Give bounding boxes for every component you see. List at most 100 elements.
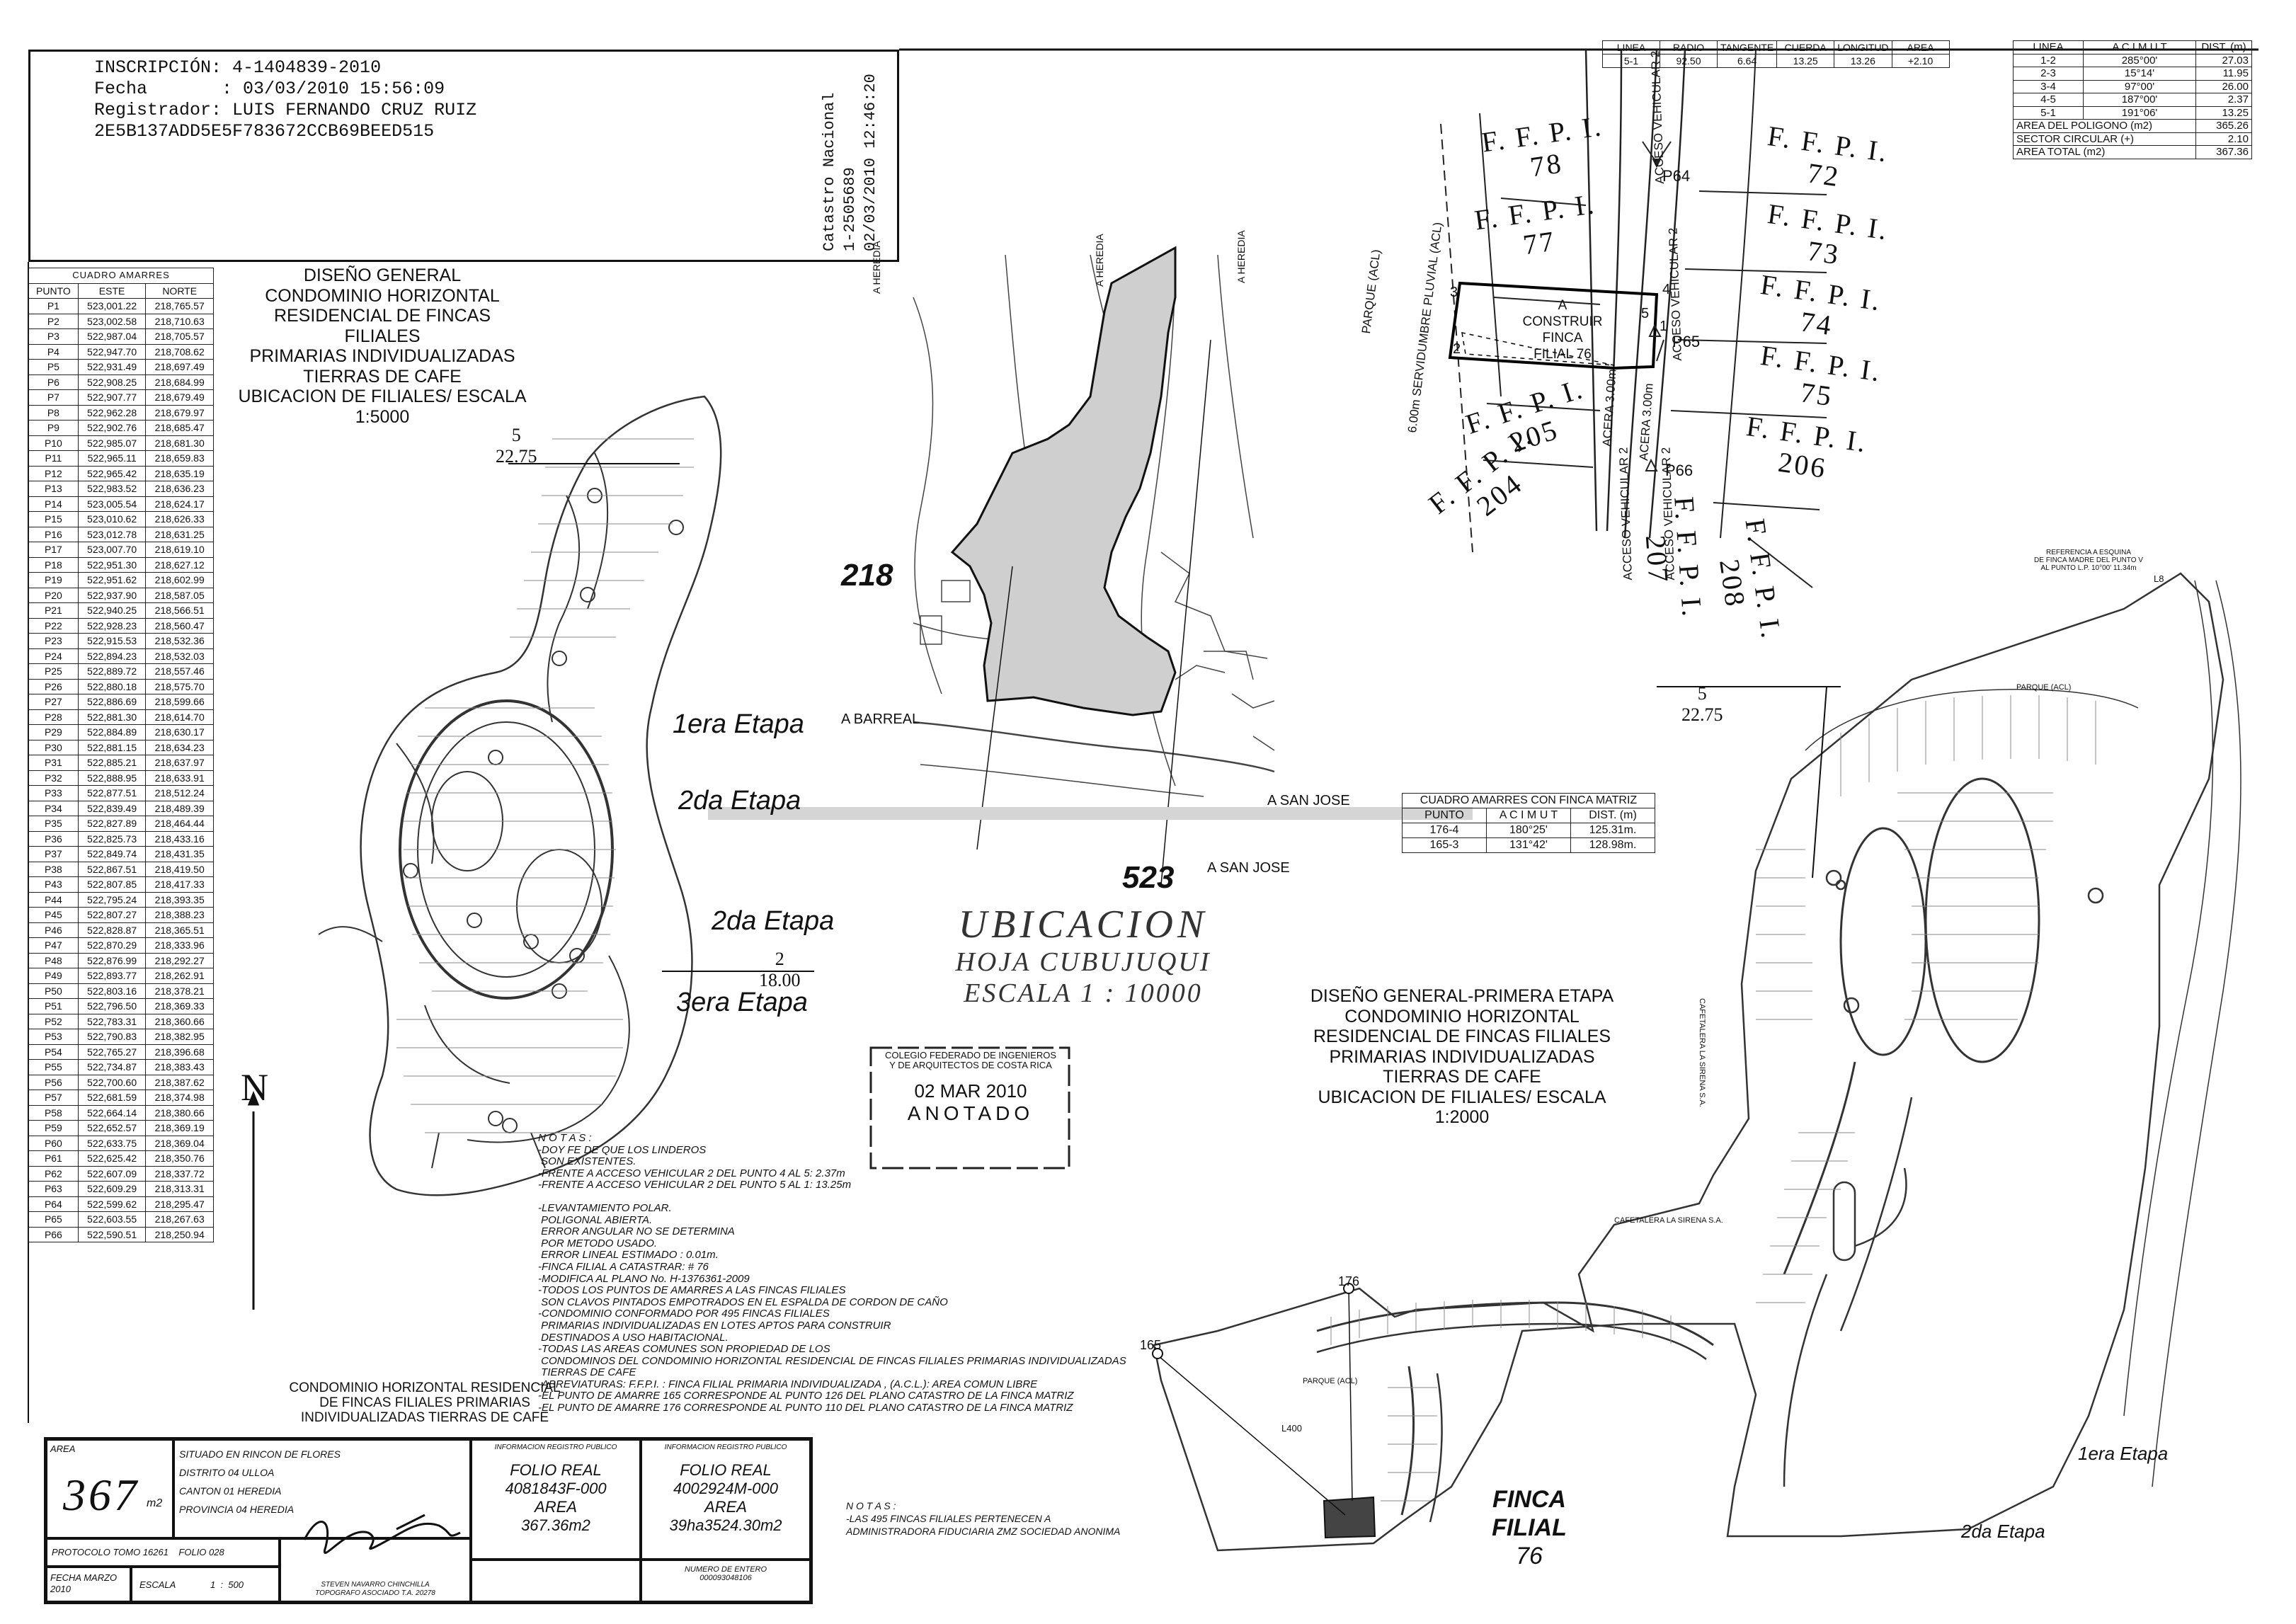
summary-row: AREA DEL POLIGONO (m2)365.26 [2013,119,2252,133]
amarres-cell: 218,374.98 [145,1090,214,1106]
matriz-cell: 131°42' [1486,837,1571,853]
area-value: 367 [63,1470,139,1520]
amarres-cell: P6 [28,374,79,390]
amarres-cell: P44 [28,891,79,908]
amarres-cell: P58 [28,1104,79,1121]
bearing-header: LINEA [2013,40,2084,55]
amarres-cell: 522,985.07 [77,435,147,451]
amarres-cell: P21 [28,602,79,619]
title-line: RESIDENCIAL DE FINCAS FILIALES [273,306,491,346]
amarres-cell: P15 [28,511,79,527]
right-site-plan [1153,572,2241,1552]
amarres-cell: P10 [28,435,79,451]
amarres-cell: 218,295.47 [145,1196,214,1212]
amarres-cell: 218,602.99 [145,572,214,588]
amarres-cell: 522,951.62 [77,572,147,588]
amarres-cell: 522,908.25 [77,374,147,390]
amarres-cell: P33 [28,785,79,801]
stamp-word: ANOTADO [907,1102,1034,1124]
bearing-cell: 1-2 [2013,53,2084,67]
amarres-cell: 522,783.31 [77,1013,147,1029]
amarres-cell: 522,877.51 [77,785,147,801]
amarres-header: ESTE [77,282,147,299]
amarres-cell: P7 [28,389,79,406]
finca-line: FINCA [1492,1486,1566,1513]
note-line: SON CLAVOS PINTADOS EMPOTRADOS EN EL ESP… [538,1296,948,1308]
bearing-header: DIST. (m) [2195,40,2252,55]
entero-label: NUMERO DE ENTERO [684,1565,767,1574]
amarres-cell: 523,010.62 [77,511,147,527]
amarres-cell: 218,267.63 [145,1211,214,1228]
place-label: A SAN JOSE [1267,793,1350,808]
amarres-cell: P4 [28,343,79,360]
amarres-cell: P46 [28,922,79,938]
scale-cell: ESCALA 1 : 500 [131,1567,280,1602]
amarres-cell: 522,633.75 [77,1135,147,1151]
amarres-cell: 522,951.30 [77,556,147,573]
north-arrow-icon [247,1090,260,1310]
amarres-cell: 218,489.39 [145,800,214,816]
title-line: TIERRAS DE CAFE [1383,1067,1541,1087]
amarres-cell: P5 [28,359,79,375]
matriz-cell: 180°25' [1486,823,1571,838]
amarres-cell: 218,512.24 [145,785,214,801]
stage-label: 3era Etapa [676,988,808,1017]
bearing-cell: 27.03 [2195,53,2252,67]
note-line: -MODIFICA AL PLANO No. H-1376361-2009 [538,1272,750,1285]
bearing-cell: 4-5 [2013,93,2084,107]
curve-cell: 5-1 [1602,54,1660,68]
title-line: UBICACION DE FILIALES/ ESCALA [1318,1087,1606,1107]
catastro-date: 02/03/2010 12:46:20 [862,74,879,251]
registry-stamp: COLEGIO FEDERADO DE INGENIEROS Y DE ARQU… [875,1051,1066,1124]
amarres-cell: 218,419.50 [145,861,214,877]
amarres-cell: 522,590.51 [77,1226,147,1242]
folio-number: 4081843F-000 [505,1480,607,1497]
amarres-cell: 218,624.17 [145,496,214,512]
curve-cell: 13.25 [1776,54,1835,68]
amarres-cell: P35 [28,816,79,832]
amarres-cell: 522,884.89 [77,724,147,740]
location-title-scale: ESCALA 1 : 10000 [964,978,1203,1008]
amarres-cell: P20 [28,587,79,603]
amarres-cell: P29 [28,724,79,740]
amarres-cell: 218,387.62 [145,1074,214,1090]
place-label: A HEREDIA [1094,234,1105,287]
date-line: Fecha : 03/03/2010 15:56:09 [94,79,445,99]
amarres-cell: P37 [28,846,79,862]
folio-matriz-cell: INFORMACION REGISTRO PUBLICO FOLIO REAL … [641,1439,811,1560]
amarres-cell: 218,417.33 [145,876,214,893]
note-line: -FRENTE A ACCESO VEHICULAR 2 DEL PUNTO 5… [538,1179,852,1191]
curve-header: AREA [1891,40,1950,55]
title-line: DISEÑO GENERAL [303,265,462,285]
amarres-cell: P13 [28,481,79,497]
amarres-cell: P32 [28,770,79,786]
amarres-cell: 522,931.49 [77,359,147,375]
area-unit: m2 [147,1497,163,1509]
entero-cell: NUMERO DE ENTERO 000093048106 [641,1560,811,1602]
amarres-cell: 218,705.57 [145,328,214,345]
amarres-cell: 218,635.19 [145,465,214,481]
amarres-cell: 522,652.57 [77,1120,147,1136]
amarres-cell: 218,614.70 [145,709,214,725]
stage-label: 2da Etapa [712,906,835,936]
surveyor-cell: STEVEN NAVARRO CHINCHILLA TOPOGRAFO ASOC… [280,1538,471,1602]
matriz-caption: CUADRO AMARRES CON FINCA MATRIZ [1402,793,1655,808]
lot-label: L8 [2154,573,2164,584]
tie-point-label: 176 [1338,1274,1360,1288]
amarres-cell: P11 [28,450,79,467]
amarres-cell: 522,885.21 [77,755,147,771]
amarres-cell: P19 [28,572,79,588]
amarres-cell: 218,369.33 [145,998,214,1014]
summary-label: AREA DEL POLIGONO (m2) [2013,119,2196,133]
